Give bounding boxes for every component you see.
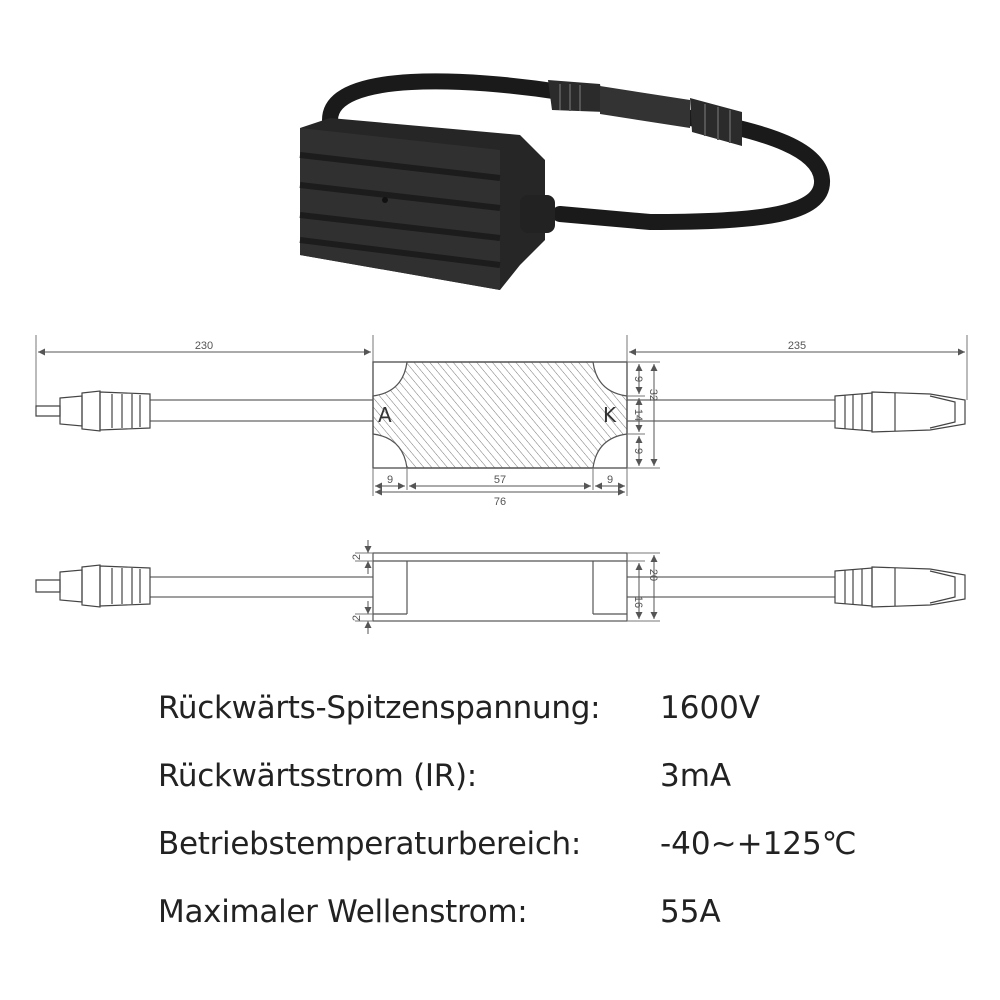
dim-middle: 14 <box>632 409 644 421</box>
dim-bottom-margin: 9 <box>632 448 644 454</box>
spec-label: Rückwärts-Spitzenspannung: <box>158 690 601 726</box>
dim-height-total: 32 <box>647 389 659 401</box>
top-left-connector <box>35 390 151 432</box>
dim-left-margin: 9 <box>387 474 393 486</box>
dim-height: 20 <box>647 569 659 581</box>
spec-label: Maximaler Wellenstrom: <box>158 894 528 930</box>
spec-row-reverse-current: Rückwärtsstrom (IR): 3mA <box>158 758 958 808</box>
side-right-connector <box>834 566 966 608</box>
product-housing <box>299 118 555 290</box>
dim-inner-length: 57 <box>494 474 506 486</box>
dim-left-cable: 230 <box>195 340 213 352</box>
top-housing-hatch <box>372 361 628 469</box>
dim-top-gap: 2 <box>351 554 363 560</box>
spec-value: 3mA <box>660 758 732 794</box>
product-illustration <box>299 73 830 290</box>
technical-drawing: 230 235 <box>35 335 968 634</box>
product-cable <box>322 73 830 231</box>
label-anode: A <box>378 403 392 427</box>
side-view: 2 2 16 20 <box>35 540 966 634</box>
top-right-connector <box>834 391 966 433</box>
spec-value: -40~+125℃ <box>660 826 857 862</box>
dim-right-cable: 235 <box>788 340 806 352</box>
spec-row-reverse-peak-voltage: Rückwärts-Spitzenspannung: 1600V <box>158 690 958 740</box>
product-inline-connector <box>548 80 742 146</box>
dim-top-margin: 9 <box>632 376 644 382</box>
side-left-connector <box>35 564 151 608</box>
side-housing <box>372 552 628 622</box>
dim-bottom-gap: 2 <box>351 615 363 621</box>
spec-label: Betriebstemperaturbereich: <box>158 826 582 862</box>
spec-value: 55A <box>660 894 721 930</box>
label-cathode: K <box>603 403 617 427</box>
spec-row-operating-temperature: Betriebstemperaturbereich: -40~+125℃ <box>158 826 958 876</box>
spec-value: 1600V <box>660 690 761 726</box>
spec-label: Rückwärtsstrom (IR): <box>158 758 477 794</box>
dim-inner-height: 16 <box>632 596 644 608</box>
dim-right-margin: 9 <box>607 474 613 486</box>
spec-row-max-surge-current: Maximaler Wellenstrom: 55A <box>158 894 958 944</box>
dim-total-length: 76 <box>494 496 506 508</box>
top-view: 230 235 <box>35 335 968 508</box>
